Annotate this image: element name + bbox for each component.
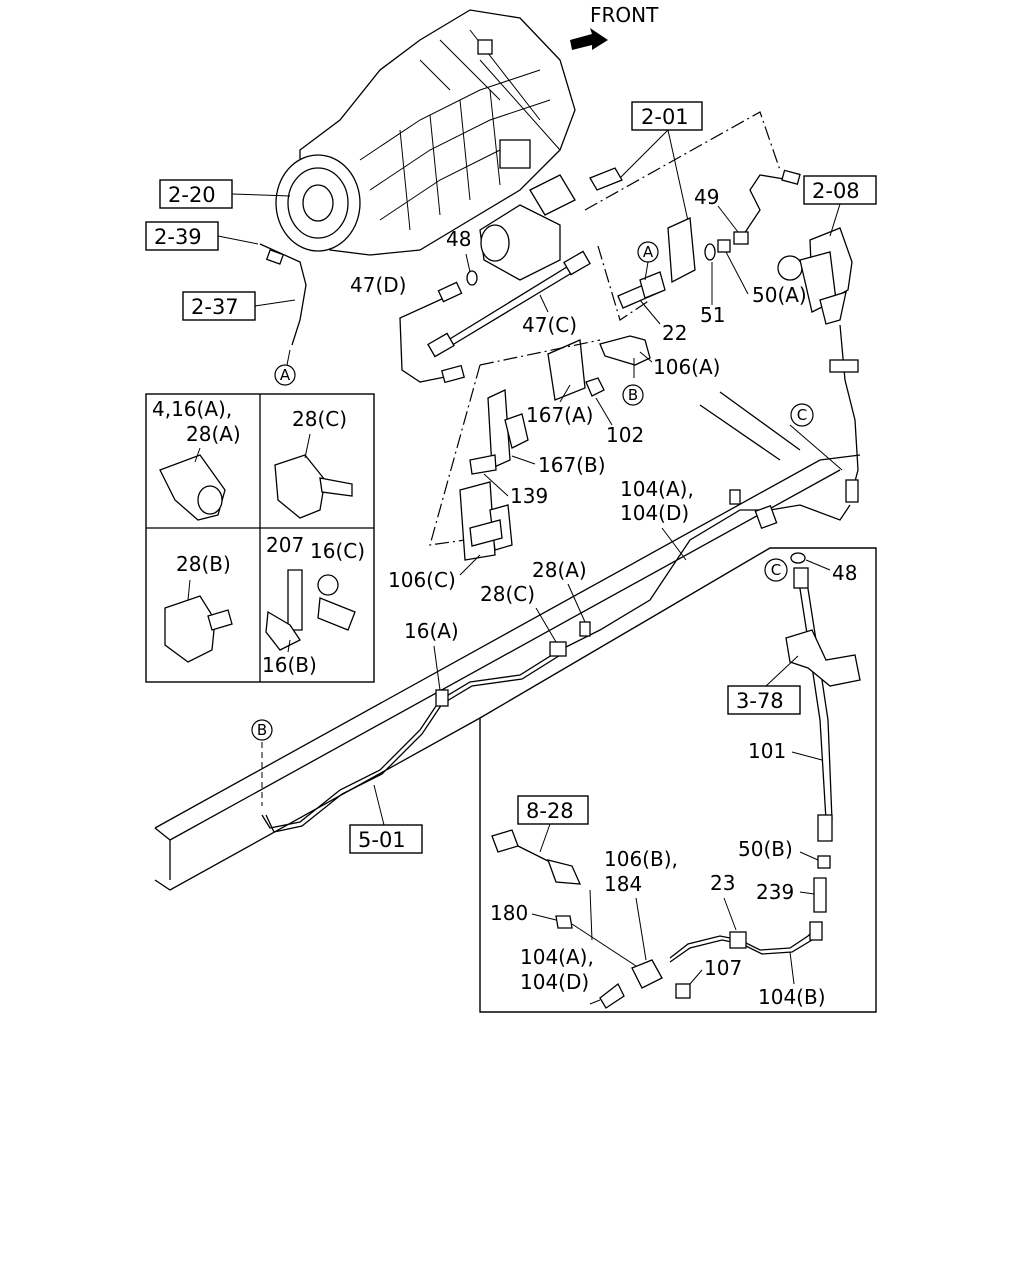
ref-box-5-01: 5-01 bbox=[349, 824, 423, 854]
inset-label-28a: 28(A) bbox=[186, 422, 241, 446]
svg-text:5-01: 5-01 bbox=[358, 828, 406, 852]
inset-label-4-16a: 4,16(A), bbox=[152, 397, 232, 421]
part-label-49: 49 bbox=[694, 185, 719, 209]
callout-circle-b-2: B bbox=[251, 719, 273, 741]
part-label-50b: 50(B) bbox=[738, 837, 793, 861]
part-label-47d: 47(D) bbox=[350, 273, 406, 297]
part-label-239: 239 bbox=[756, 880, 794, 904]
front-arrow-icon bbox=[570, 28, 608, 50]
clutch-master-cylinder bbox=[777, 227, 853, 325]
svg-text:A: A bbox=[280, 366, 291, 384]
svg-text:3-78: 3-78 bbox=[736, 689, 784, 713]
ref-box-2-01: 2-01 bbox=[631, 101, 703, 131]
part-label-48: 48 bbox=[446, 227, 471, 251]
part-label-16a: 16(A) bbox=[404, 619, 459, 643]
svg-text:A: A bbox=[643, 243, 654, 261]
inset-label-28b: 28(B) bbox=[176, 552, 231, 576]
inset-label-16b: 16(B) bbox=[262, 653, 317, 677]
inset-label-207: 207 bbox=[266, 533, 304, 557]
callout-circle-c: C bbox=[790, 403, 814, 427]
callout-circle-b: B bbox=[622, 384, 644, 406]
callout-circle-c-2: C bbox=[764, 558, 788, 582]
part-label-28c: 28(C) bbox=[480, 582, 535, 606]
svg-text:B: B bbox=[628, 386, 638, 404]
callout-circle-a: A bbox=[274, 364, 296, 386]
part-label-104a-1: 104(A), bbox=[620, 477, 694, 501]
ref-box-2-37: 2-37 bbox=[182, 291, 256, 321]
part-label-104d-2: 104(D) bbox=[520, 970, 589, 994]
part-label-167a: 167(A) bbox=[526, 403, 593, 427]
part-label-167b: 167(B) bbox=[538, 453, 606, 477]
part-label-23: 23 bbox=[710, 871, 735, 895]
clip-detail-inset: 4,16(A), 28(A) 28(C) 28(B) 207 16(C) 16(… bbox=[145, 393, 375, 683]
svg-text:2-37: 2-37 bbox=[191, 295, 239, 319]
ref-box-2-08: 2-08 bbox=[803, 175, 877, 205]
part-label-47c: 47(C) bbox=[522, 313, 577, 337]
svg-text:C: C bbox=[797, 406, 807, 424]
part-label-50a: 50(A) bbox=[752, 283, 807, 307]
part-label-104d-1: 104(D) bbox=[620, 501, 689, 525]
inset-label-16c: 16(C) bbox=[310, 539, 365, 563]
svg-text:2-08: 2-08 bbox=[812, 179, 860, 203]
ref-box-3-78: 3-78 bbox=[727, 685, 801, 715]
transmission-assembly bbox=[275, 9, 623, 281]
part-label-106b: 106(B), bbox=[604, 847, 678, 871]
callout-circle-a-2: A bbox=[637, 241, 659, 263]
part-label-101: 101 bbox=[748, 739, 786, 763]
svg-text:2-39: 2-39 bbox=[154, 225, 202, 249]
part-label-106c: 106(C) bbox=[388, 568, 456, 592]
part-label-184: 184 bbox=[604, 872, 642, 896]
ref-box-2-20: 2-20 bbox=[159, 179, 233, 209]
svg-text:8-28: 8-28 bbox=[526, 799, 574, 823]
svg-text:2-20: 2-20 bbox=[168, 183, 216, 207]
part-label-104b: 104(B) bbox=[758, 985, 826, 1009]
hose-detail-inset: C 48 101 3-78 50(B) 239 23 104(B) bbox=[479, 547, 877, 1013]
part-label-102: 102 bbox=[606, 423, 644, 447]
svg-text:C: C bbox=[771, 561, 781, 579]
part-label-28a: 28(A) bbox=[532, 558, 587, 582]
part-label-48-b: 48 bbox=[832, 561, 857, 585]
part-label-107: 107 bbox=[704, 956, 742, 980]
ref-box-8-28: 8-28 bbox=[517, 795, 589, 825]
part-label-106a: 106(A) bbox=[653, 355, 720, 379]
part-label-51: 51 bbox=[700, 303, 725, 327]
inset-label-28c: 28(C) bbox=[292, 407, 347, 431]
part-label-180: 180 bbox=[490, 901, 528, 925]
svg-text:B: B bbox=[257, 721, 267, 739]
part-label-139: 139 bbox=[510, 484, 548, 508]
front-label: FRONT bbox=[590, 3, 659, 27]
part-label-104a-2: 104(A), bbox=[520, 945, 594, 969]
ref-box-2-39: 2-39 bbox=[145, 221, 219, 251]
svg-text:2-01: 2-01 bbox=[641, 105, 689, 129]
chassis-frame-rail bbox=[154, 391, 861, 891]
part-label-22: 22 bbox=[662, 321, 687, 345]
